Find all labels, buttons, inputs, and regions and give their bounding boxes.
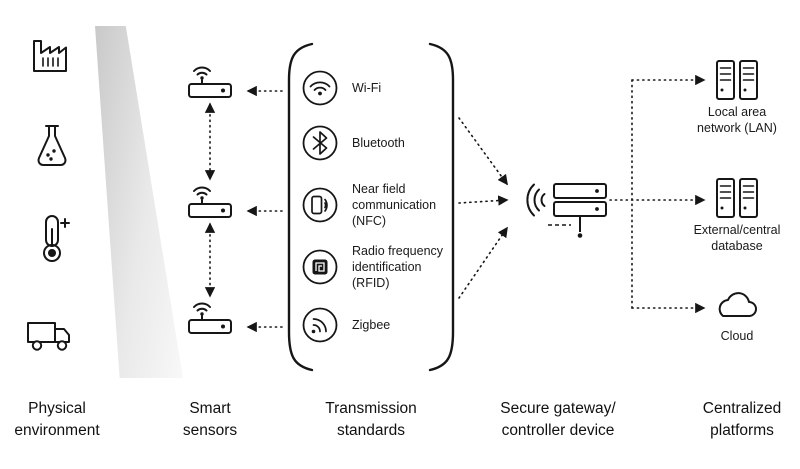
server-led <box>595 207 599 211</box>
transmission-bracket <box>287 42 455 372</box>
nfc-icon <box>302 187 338 223</box>
platform-label-lan: Local area network (LAN) <box>697 105 777 136</box>
transmission-item-label: Zigbee <box>352 317 391 332</box>
gateway-device-icon <box>526 183 607 238</box>
column-label-smart-sensors: Smart sensors <box>182 400 238 439</box>
transmission-item-rfid: Radio frequency identification (RFID) <box>301 244 458 290</box>
cloud-icon <box>718 292 757 317</box>
lan-icon <box>716 60 758 100</box>
transmission-item-label: Radio frequency identification (RFID) <box>352 243 444 291</box>
truck-icon <box>27 322 70 351</box>
platform-label-database: External/central database <box>693 223 781 254</box>
flask-icon <box>37 125 67 166</box>
arrow-to-gateway-bottom <box>458 226 508 299</box>
transmission-item-wifi: Wi-Fi <box>301 69 458 107</box>
bracket-left <box>287 42 314 372</box>
server-stack-icon <box>548 183 607 232</box>
dotted-connectors <box>204 74 706 333</box>
column-label-centralized-platforms: Centralized platforms <box>702 400 782 439</box>
wifi-icon <box>302 70 338 106</box>
wireless-signal-icon <box>526 183 546 217</box>
column-label-physical-environment: Physical environment <box>14 400 100 439</box>
sensor-router-icon <box>188 186 232 218</box>
bluetooth-icon <box>302 125 338 161</box>
sensor-router-icon <box>188 302 232 334</box>
arrow-to-gateway-top <box>458 117 508 186</box>
rfid-icon <box>302 249 338 285</box>
thermometer-icon <box>43 215 70 262</box>
database-icon <box>716 178 758 218</box>
zigbee-icon <box>302 307 338 343</box>
transmission-item-label: Wi-Fi <box>352 80 382 95</box>
gateway-node-dot <box>577 233 583 238</box>
column-label-secure-gateway: Secure gateway/ controller device <box>500 400 616 439</box>
sensor-router-icon <box>188 66 232 98</box>
platform-label-cloud: Cloud <box>720 329 754 343</box>
transmission-item-label: Near field communication (NFC) <box>352 181 437 229</box>
column-label-transmission-standards: Transmission standards <box>325 400 417 439</box>
transmission-item-zigbee: Zigbee <box>301 306 458 344</box>
bracket-right <box>428 42 455 372</box>
factory-icon <box>33 40 67 72</box>
server-led <box>595 189 599 193</box>
arrow-to-gateway-mid <box>458 195 509 206</box>
transmission-item-bluetooth: Bluetooth <box>301 124 458 162</box>
transmission-item-label: Bluetooth <box>352 135 405 150</box>
transmission-item-nfc: Near field communication (NFC) <box>301 182 458 228</box>
